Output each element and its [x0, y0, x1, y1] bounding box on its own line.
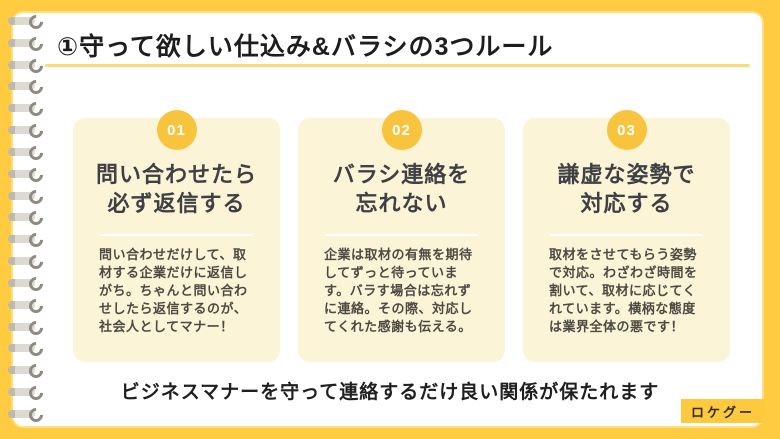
- binder-ring-icon: [8, 146, 44, 157]
- binder-ring-icon: [8, 190, 44, 201]
- binder-ring-icon: [8, 342, 44, 353]
- card-divider: [550, 234, 703, 236]
- binder-ring-icon: [8, 233, 44, 244]
- binder-ring-icon: [8, 211, 44, 222]
- binder-ring-icon: [8, 102, 44, 113]
- binder-ring-icon: [8, 386, 44, 397]
- binder-ring-icon: [8, 321, 44, 332]
- card-divider: [325, 234, 478, 236]
- rule-heading-line: 謙虚な姿勢で: [557, 162, 696, 187]
- binder-ring-icon: [8, 59, 44, 70]
- rule-heading-line: 必ず返信する: [107, 191, 246, 216]
- binder-ring-icon: [8, 168, 44, 179]
- rule-number-badge: 03: [606, 110, 647, 150]
- binder-ring-icon: [8, 124, 44, 135]
- rule-body-text: 企業は取材の有無を期待してずっと待っています。バラす場合は忘れずに連絡。その際、…: [324, 247, 473, 334]
- footer-message: ビジネスマナーを守って連絡するだけ良い関係が保たれます: [120, 382, 660, 403]
- rules-cards-row: 01 問い合わせたら 必ず返信する 問い合わせだけして、取材する企業だけに返信し…: [73, 110, 730, 362]
- binder-ring-icon: [8, 408, 44, 419]
- card-divider: [100, 234, 253, 236]
- binder-ring-icon: [8, 80, 44, 91]
- rule-heading: 問い合わせたら 必ず返信する: [73, 160, 280, 218]
- rule-body-text: 取材をさせてもらう姿勢で対応。わざわざ時間を割いて、取材に応じてくれています。横…: [549, 247, 698, 334]
- binder-ring-icon: [8, 15, 44, 26]
- binder-ring-icon: [8, 37, 44, 48]
- binder-ring-icon: [8, 255, 44, 266]
- title-underline: [45, 64, 750, 67]
- rule-number-badge: 02: [381, 110, 422, 150]
- binder-ring-icon: [8, 277, 44, 288]
- rule-card-3: 03 謙虚な姿勢で 対応する 取材をさせてもらう姿勢で対応。わざわざ時間を割いて…: [523, 110, 730, 362]
- rule-number-badge: 01: [156, 110, 197, 150]
- rule-card-2: 02 バラシ連絡を 忘れない 企業は取材の有無を期待してずっと待っています。バラ…: [298, 110, 505, 362]
- rule-heading: バラシ連絡を 忘れない: [298, 160, 505, 218]
- rule-heading: 謙虚な姿勢で 対応する: [523, 160, 730, 218]
- rule-card-1: 01 問い合わせたら 必ず返信する 問い合わせだけして、取材する企業だけに返信し…: [73, 110, 280, 362]
- page-title: ①守って欲しい仕込み&バラシの3つルール: [57, 33, 554, 61]
- logo-badge: ロケグー: [680, 399, 765, 423]
- rule-heading-line: バラシ連絡を: [332, 162, 471, 187]
- rule-heading-line: 対応する: [580, 191, 673, 216]
- spiral-binding: [8, 15, 44, 419]
- binder-ring-icon: [8, 299, 44, 310]
- binder-ring-icon: [8, 364, 44, 375]
- rule-heading-line: 問い合わせたら: [95, 162, 257, 187]
- rule-heading-line: 忘れない: [355, 191, 448, 216]
- rule-body-text: 問い合わせだけして、取材する企業だけに返信しがち。ちゃんと問い合わせしたら返信す…: [99, 247, 248, 334]
